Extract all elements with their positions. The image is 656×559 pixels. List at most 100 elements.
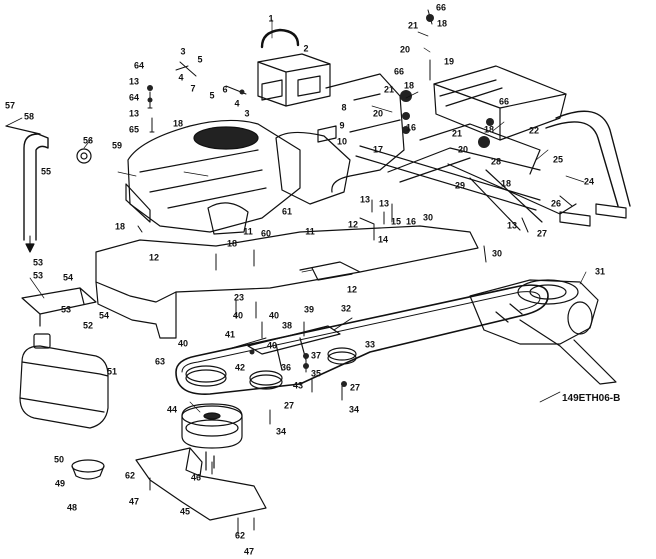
callout: 28 bbox=[490, 156, 502, 167]
callout: 42 bbox=[234, 362, 246, 373]
callout: 27 bbox=[536, 228, 548, 239]
handle bbox=[260, 28, 300, 49]
figure-code: 149ETH06-B bbox=[562, 393, 621, 404]
callout: 21 bbox=[383, 84, 395, 95]
callout: 4 bbox=[234, 98, 240, 109]
callout: 18 bbox=[172, 118, 184, 129]
callout: 21 bbox=[451, 128, 463, 139]
callout: 10 bbox=[336, 136, 348, 147]
callout: 40 bbox=[177, 338, 189, 349]
callout: 19 bbox=[443, 56, 455, 67]
callout: 60 bbox=[260, 228, 272, 239]
callout: 44 bbox=[166, 404, 178, 415]
callout: 12 bbox=[346, 284, 358, 295]
callout: 66 bbox=[435, 2, 447, 13]
callout: 22 bbox=[528, 125, 540, 136]
callout: 59 bbox=[111, 140, 123, 151]
callout: 8 bbox=[341, 102, 347, 113]
callout: 32 bbox=[340, 303, 352, 314]
washers bbox=[147, 14, 494, 387]
callout: 16 bbox=[405, 122, 417, 133]
callout: 13 bbox=[506, 220, 518, 231]
callout: 30 bbox=[422, 212, 434, 223]
seat-bracket bbox=[257, 53, 331, 107]
filter-cup bbox=[71, 459, 105, 473]
engine bbox=[127, 119, 301, 233]
callout: 16 bbox=[405, 216, 417, 227]
callout: 54 bbox=[62, 272, 74, 283]
callout: 63 bbox=[154, 356, 166, 367]
callout: 26 bbox=[550, 198, 562, 209]
hardware bbox=[137, 9, 573, 535]
callout: 48 bbox=[66, 502, 78, 513]
callout: 18 bbox=[403, 80, 415, 91]
callout: 43 bbox=[292, 380, 304, 391]
callout: 38 bbox=[281, 320, 293, 331]
callout: 35 bbox=[310, 368, 322, 379]
callout: 14 bbox=[377, 234, 389, 245]
callout: 41 bbox=[224, 329, 236, 340]
callout: 64 bbox=[128, 92, 140, 103]
callout: 33 bbox=[364, 339, 376, 350]
callout: 13 bbox=[378, 198, 390, 209]
callout: 20 bbox=[457, 144, 469, 155]
callout: 52 bbox=[82, 320, 94, 331]
callout: 56 bbox=[82, 135, 94, 146]
callout: 55 bbox=[40, 166, 52, 177]
callout: 49 bbox=[54, 478, 66, 489]
callout: 25 bbox=[552, 154, 564, 165]
callout: 37 bbox=[310, 350, 322, 361]
callout: 5 bbox=[209, 90, 215, 101]
lower-bracket bbox=[135, 447, 267, 521]
callout: 11 bbox=[243, 226, 253, 237]
rear-support bbox=[433, 65, 567, 141]
idler-arm bbox=[247, 325, 341, 355]
callout: 1 bbox=[268, 13, 274, 24]
callout: 39 bbox=[303, 304, 315, 315]
callout: 21 bbox=[407, 20, 419, 31]
callout: 15 bbox=[390, 216, 402, 227]
callout: 7 bbox=[190, 83, 196, 94]
leader-lines bbox=[5, 19, 587, 413]
drive-belt bbox=[175, 284, 549, 395]
callout: 9 bbox=[339, 120, 345, 131]
callout: 12 bbox=[148, 252, 160, 263]
clutch-pulley bbox=[181, 403, 243, 449]
callout: 30 bbox=[491, 248, 503, 259]
callout: 31 bbox=[594, 266, 606, 277]
pulley bbox=[185, 369, 227, 387]
callout: 50 bbox=[53, 454, 65, 465]
callout: 40 bbox=[266, 340, 278, 351]
muffler bbox=[19, 345, 109, 429]
callout: 18 bbox=[226, 238, 238, 249]
callout: 29 bbox=[454, 180, 466, 191]
callout: 62 bbox=[124, 470, 136, 481]
callout: 54 bbox=[98, 310, 110, 321]
callout: 27 bbox=[349, 382, 361, 393]
callout: 46 bbox=[190, 472, 202, 483]
callout: 12 bbox=[347, 219, 359, 230]
callout: 20 bbox=[372, 108, 384, 119]
callout: 51 bbox=[106, 366, 118, 377]
fuel-tank bbox=[275, 131, 351, 205]
callout: 24 bbox=[583, 176, 595, 187]
tube-frame bbox=[545, 110, 631, 207]
callout: 36 bbox=[280, 362, 292, 373]
mount-bracket bbox=[21, 287, 97, 315]
callout: 45 bbox=[179, 506, 191, 517]
callout: 20 bbox=[399, 44, 411, 55]
callout: 6 bbox=[222, 84, 228, 95]
callout: 17 bbox=[372, 144, 384, 155]
callout: 11 bbox=[305, 226, 315, 237]
callout: 4 bbox=[178, 72, 184, 83]
callout: 62 bbox=[234, 530, 246, 541]
callout: 40 bbox=[268, 310, 280, 321]
callout: 2 bbox=[303, 43, 309, 54]
callout: 64 bbox=[133, 60, 145, 71]
callout: 47 bbox=[128, 496, 140, 507]
callout: 40 bbox=[232, 310, 244, 321]
callout: 66 bbox=[498, 96, 510, 107]
callout: 13 bbox=[359, 194, 371, 205]
callout: 58 bbox=[23, 111, 35, 122]
